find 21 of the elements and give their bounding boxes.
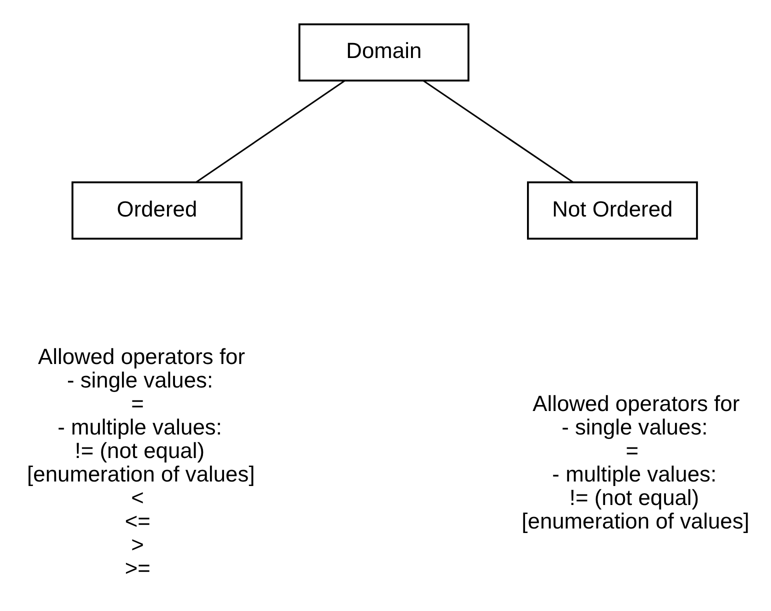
- node-label: =: [626, 438, 639, 463]
- node-label: >=: [124, 555, 150, 580]
- node-label: != (not equal): [569, 484, 700, 510]
- node-label: <: [131, 484, 144, 510]
- node-label: [enumeration of values]: [27, 461, 255, 486]
- node-label: Allowed operators for: [532, 390, 740, 416]
- node-box: Ordered: [72, 180, 242, 240]
- connector: [196, 80, 346, 182]
- node-label: >: [131, 532, 144, 557]
- node-label: [enumeration of values]: [522, 508, 750, 534]
- node-label: Allowed operators for: [38, 344, 246, 369]
- node-label: =: [131, 390, 144, 416]
- node-label: != (not equal): [74, 438, 205, 463]
- connector: [422, 80, 574, 182]
- node-label: - single values:: [562, 414, 708, 440]
- node-label: - multiple values:: [58, 414, 222, 440]
- node-label: - multiple values:: [552, 461, 717, 486]
- node-box: Not Ordered: [527, 180, 698, 240]
- node-label: <=: [124, 508, 150, 534]
- node-label: - single values:: [66, 367, 214, 392]
- node-box: Domain: [298, 22, 470, 82]
